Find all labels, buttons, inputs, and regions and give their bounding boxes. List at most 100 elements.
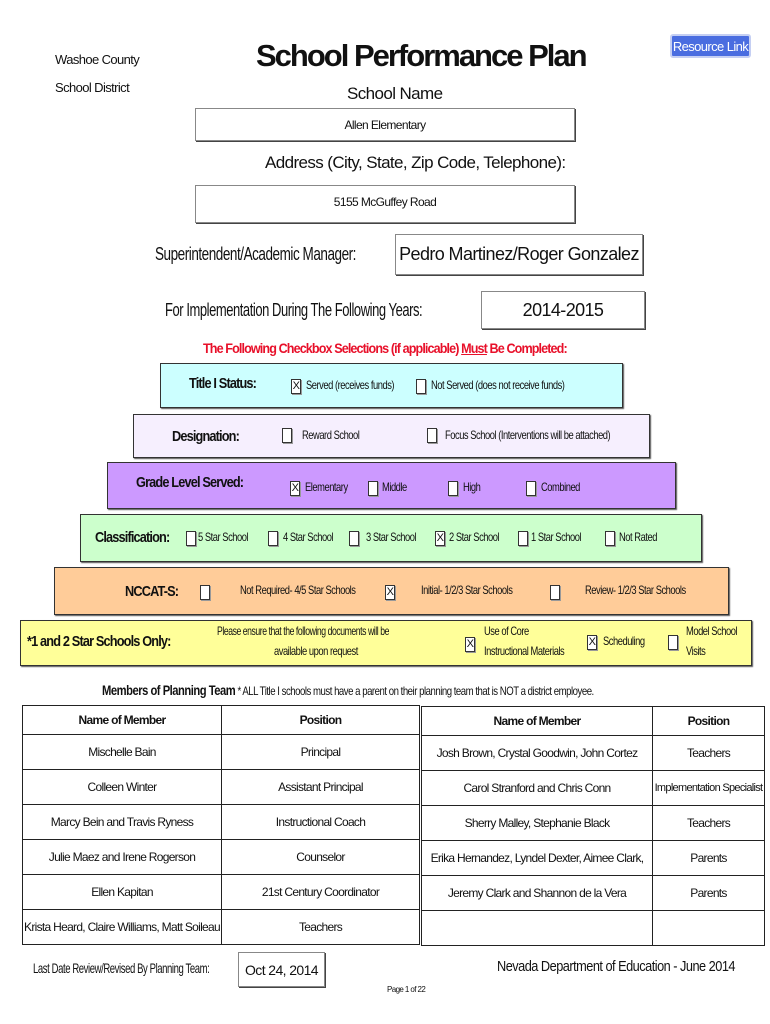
district-name-2: School District xyxy=(55,80,130,95)
nccat-band: NCCAT-S: Not Required- 4/5 Star Schools … xyxy=(54,567,729,615)
grade-band: Grade Level Served: X Elementary Middle … xyxy=(107,462,676,509)
scheduling-label: Scheduling xyxy=(603,634,645,648)
member-position[interactable]: Parents xyxy=(652,840,765,876)
review-checkbox[interactable] xyxy=(550,585,560,600)
address-label: Address (City, State, Zip Code, Telephon… xyxy=(265,153,566,172)
not-rated-checkbox[interactable] xyxy=(605,531,615,546)
table-row: Josh Brown, Crystal Goodwin, John Cortez… xyxy=(421,735,765,771)
member-position[interactable]: Principal xyxy=(221,734,420,770)
reward-checkbox[interactable] xyxy=(282,428,292,443)
table-row: Krista Heard, Claire Williams, Matt Soil… xyxy=(22,909,420,945)
team-heading: Members of Planning Team * ALL Title I s… xyxy=(102,682,594,698)
model-label-2: Visits xyxy=(686,644,706,658)
table-row: Erika Hernandez, Lyndel Dexter, Aimee Cl… xyxy=(421,840,765,876)
heading-text: The Following Checkbox Selections (if ap… xyxy=(203,340,462,356)
col-position: Position xyxy=(221,705,420,735)
reward-label: Reward School xyxy=(302,428,360,442)
member-position[interactable]: Teachers xyxy=(652,805,765,841)
elementary-label: Elementary xyxy=(305,480,348,494)
member-name[interactable]: Krista Heard, Claire Williams, Matt Soil… xyxy=(22,909,222,945)
superintendent-field[interactable]: Pedro Martinez/Roger Gonzalez xyxy=(395,234,643,275)
member-name[interactable]: Marcy Bein and Travis Ryness xyxy=(22,804,222,840)
team-title: Members of Planning Team xyxy=(102,682,236,698)
initial-checkbox[interactable]: X xyxy=(385,585,395,600)
high-checkbox[interactable] xyxy=(448,481,458,496)
member-name[interactable] xyxy=(421,910,653,946)
combined-label: Combined xyxy=(541,480,580,494)
not-required-checkbox[interactable] xyxy=(200,585,210,600)
core-label: Use of Core xyxy=(484,624,529,638)
member-name[interactable]: Carol Stranford and Chris Conn xyxy=(421,770,653,806)
district-name: Washoe County xyxy=(55,52,140,67)
member-name[interactable]: Josh Brown, Crystal Goodwin, John Cortez xyxy=(421,735,653,771)
superintendent-label: Superintendent/Academic Manager: xyxy=(155,244,356,264)
member-position[interactable]: 21st Century Coordinator xyxy=(221,874,420,910)
star12-note-2: available upon request xyxy=(274,644,358,658)
review-date-field[interactable]: Oct 24, 2014 xyxy=(238,952,325,987)
member-name[interactable]: Colleen Winter xyxy=(22,769,222,805)
heading-must: Must xyxy=(461,340,488,356)
classification-label: Classification: xyxy=(95,529,170,546)
combined-checkbox[interactable] xyxy=(526,481,536,496)
member-position[interactable]: Teachers xyxy=(221,909,420,945)
2-star-label: 2 Star School xyxy=(449,530,500,544)
5-star-checkbox[interactable] xyxy=(186,531,196,546)
review-label: Review- 1/2/3 Star Schools xyxy=(585,583,686,597)
resource-link-button[interactable]: Resource Link xyxy=(670,34,751,58)
school-name-field[interactable]: Allen Elementary xyxy=(195,108,575,141)
member-position[interactable]: Counselor xyxy=(221,839,420,875)
1-star-checkbox[interactable] xyxy=(518,531,528,546)
col-name: Name of Member xyxy=(22,705,222,735)
5-star-label: 5 Star School xyxy=(198,530,249,544)
member-name[interactable]: Ellen Kapitan xyxy=(22,874,222,910)
table-row xyxy=(421,910,765,946)
member-position[interactable]: Implementation Specialist xyxy=(652,770,765,806)
focus-checkbox[interactable] xyxy=(427,428,437,443)
model-label: Model School xyxy=(686,624,738,638)
school-name-label: School Name xyxy=(347,84,443,103)
member-name[interactable]: Julie Maez and Irene Rogerson xyxy=(22,839,222,875)
model-school-checkbox[interactable] xyxy=(668,635,678,650)
4-star-label: 4 Star School xyxy=(283,530,334,544)
nccat-label: NCCAT-S: xyxy=(125,583,179,600)
member-name[interactable]: Jeremy Clark and Shannon de la Vera xyxy=(421,875,653,911)
member-position[interactable]: Parents xyxy=(652,875,765,911)
not-served-checkbox[interactable] xyxy=(416,379,426,394)
elementary-checkbox[interactable]: X xyxy=(290,481,300,496)
member-position[interactable]: Instructional Coach xyxy=(221,804,420,840)
designation-band: Designation: Reward School Focus School … xyxy=(133,414,650,458)
middle-label: Middle xyxy=(382,480,407,494)
col-name: Name of Member xyxy=(421,706,653,736)
grade-label: Grade Level Served: xyxy=(136,474,244,491)
title1-label: Title I Status: xyxy=(189,375,257,392)
star12-band: *1 and 2 Star Schools Only: Please ensur… xyxy=(20,620,752,666)
member-position[interactable]: Teachers xyxy=(652,735,765,771)
not-rated-label: Not Rated xyxy=(619,530,657,544)
not-required-label: Not Required- 4/5 Star Schools xyxy=(240,583,356,597)
middle-checkbox[interactable] xyxy=(368,481,378,496)
core-materials-checkbox[interactable]: X xyxy=(465,637,475,652)
member-name[interactable]: Sherry Malley, Stephanie Black xyxy=(421,805,653,841)
4-star-checkbox[interactable] xyxy=(268,531,278,546)
served-checkbox[interactable]: X xyxy=(291,379,301,394)
agency-footer: Nevada Department of Education - June 20… xyxy=(497,958,736,975)
3-star-checkbox[interactable] xyxy=(349,531,359,546)
title1-band: Title I Status: X Served (receives funds… xyxy=(160,363,623,408)
member-position[interactable]: Assistant Principal xyxy=(221,769,420,805)
member-position[interactable] xyxy=(652,910,765,946)
page-number: Page 1 of 22 xyxy=(387,985,426,994)
years-field[interactable]: 2014-2015 xyxy=(481,291,645,329)
2-star-checkbox[interactable]: X xyxy=(435,531,445,546)
member-name[interactable]: Mischelle Bain xyxy=(22,734,222,770)
address-field[interactable]: 5155 McGuffey Road xyxy=(195,185,575,223)
member-name[interactable]: Erika Hernandez, Lyndel Dexter, Aimee Cl… xyxy=(421,840,653,876)
scheduling-checkbox[interactable]: X xyxy=(587,635,597,650)
